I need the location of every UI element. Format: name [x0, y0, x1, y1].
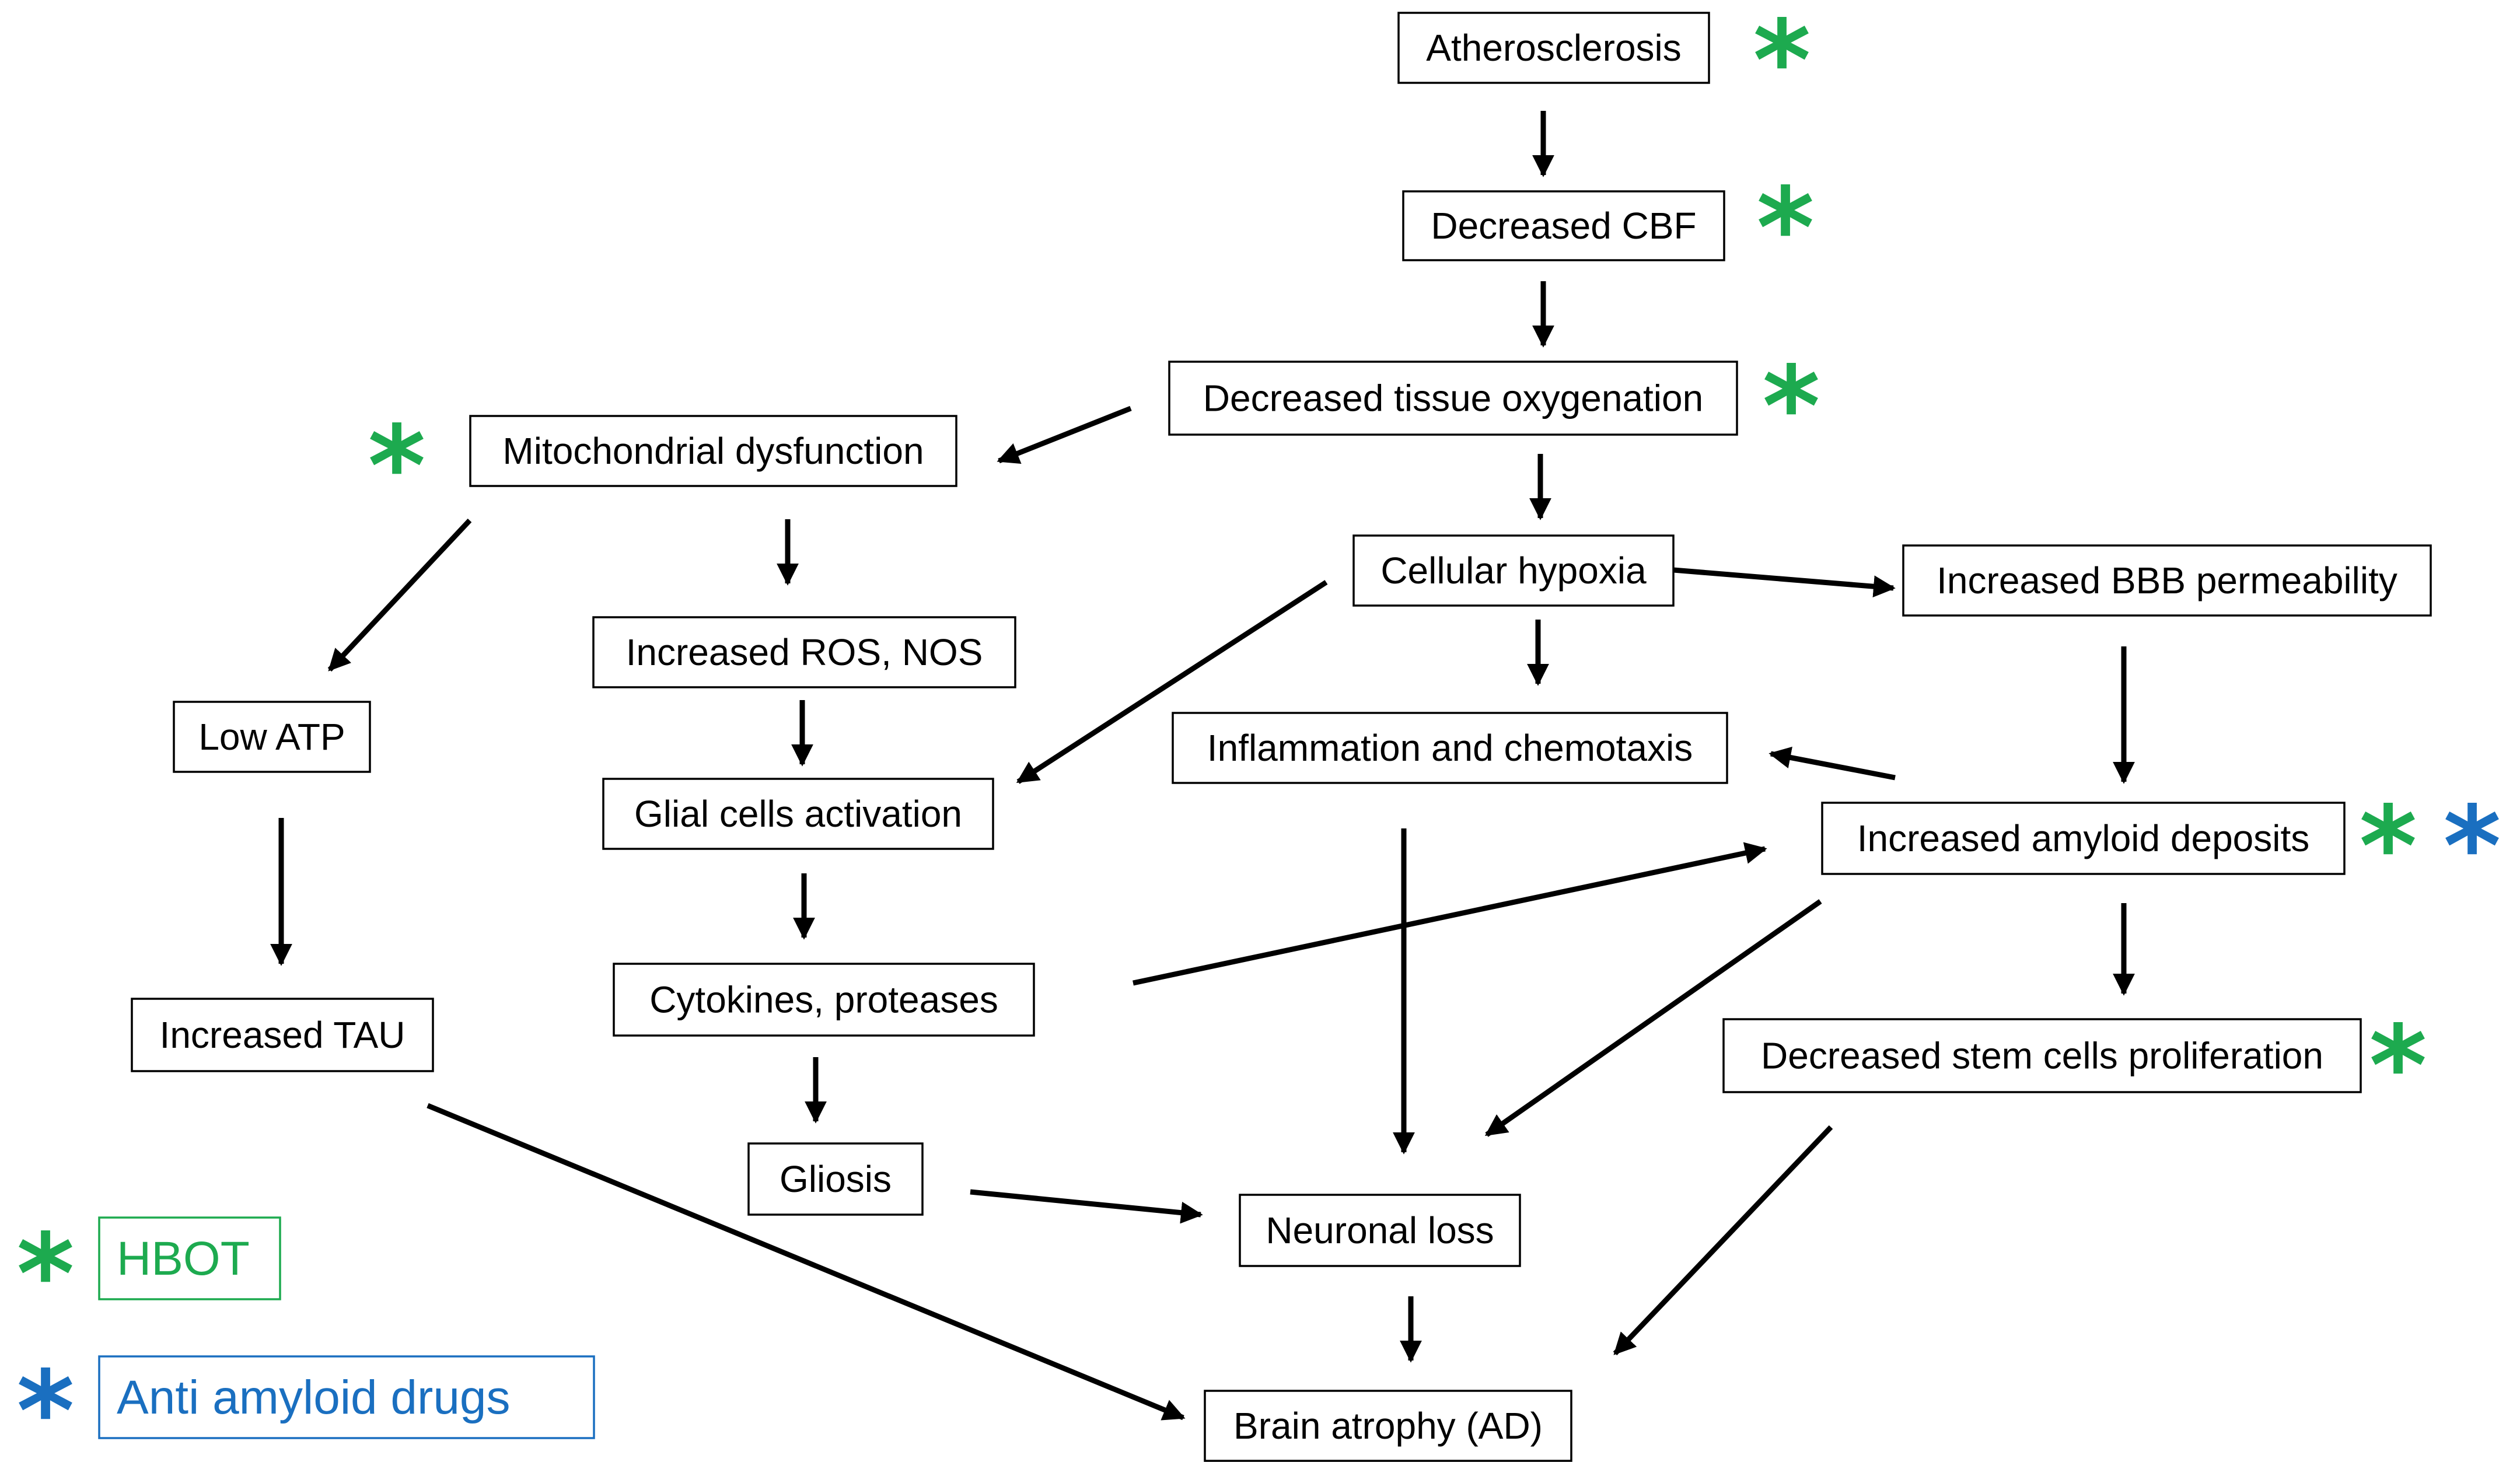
node-label: Atherosclerosis: [1426, 27, 1682, 69]
asterisk-icon: *: [2359, 782, 2417, 911]
node-cellular-hypoxia: Cellular hypoxia: [1352, 534, 1675, 607]
node-label: Decreased CBF: [1431, 205, 1696, 247]
node-label: Inflammation and chemotaxis: [1207, 727, 1693, 769]
node-box: [131, 998, 434, 1072]
node-box: [1397, 12, 1710, 84]
node-box: [1902, 544, 2432, 617]
asterisk-icon: *: [16, 1210, 74, 1339]
arrow-mitochondrial-dysfunction-to-low-atp: [327, 518, 472, 672]
node-increased-amyloid-deposits: Increased amyloid deposits: [1821, 802, 2346, 875]
node-label: Increased TAU: [160, 1014, 406, 1056]
node-label: Mitochondrial dysfunction: [502, 430, 924, 472]
node-label: Glial cells activation: [634, 793, 962, 835]
node-decreased-stem-cells: Decreased stem cells proliferation: [1722, 1018, 2362, 1093]
node-box: [469, 415, 957, 487]
node-box: [602, 778, 994, 850]
node-label: Increased amyloid deposits: [1857, 817, 2310, 859]
node-label: Increased BBB permeability: [1937, 559, 2397, 601]
arrow-cytokines-proteases-to-increased-amyloid-deposits: [1133, 842, 1767, 986]
node-glial-cells-activation: Glial cells activation: [602, 778, 994, 850]
node-label: Low ATP: [198, 716, 345, 758]
node-increased-tau: Increased TAU: [131, 998, 434, 1072]
arrow-increased-amyloid-deposits-to-inflammation-chemotaxis: [1768, 746, 1896, 781]
arrow-decreased-stem-cells-to-brain-atrophy: [1613, 1125, 1833, 1356]
asterisk-icon: *: [1762, 342, 1820, 471]
node-box: [1204, 1390, 1572, 1462]
legend-box: [98, 1355, 595, 1439]
node-box: [613, 963, 1035, 1037]
node-box: [1352, 534, 1675, 607]
asterisk-icon: *: [2369, 1002, 2427, 1131]
arrow-increased-tau-to-brain-atrophy: [427, 1103, 1186, 1421]
node-label: Decreased tissue oxygenation: [1203, 377, 1703, 419]
node-increased-bbb-permeability: Increased BBB permeability: [1902, 544, 2432, 617]
node-box: [1168, 361, 1738, 436]
asterisk-icon: *: [1753, 0, 1811, 125]
node-increased-ros-nos: Increased ROS, NOS: [592, 616, 1016, 688]
node-label: Decreased stem cells proliferation: [1761, 1035, 2323, 1077]
arrows-layer: [270, 111, 2135, 1421]
node-label: Gliosis: [780, 1158, 892, 1200]
arrow-cellular-hypoxia-to-glial-cells-activation: [1016, 580, 1328, 784]
arrow-gliosis-to-neuronal-loss: [970, 1189, 1203, 1224]
node-low-atp: Low ATP: [173, 701, 371, 773]
markers-layer: *******: [368, 0, 2501, 1131]
legend: * HBOT * Anti amyloid drugs: [16, 1210, 595, 1462]
asterisk-icon: *: [368, 402, 425, 531]
node-neuronal-loss: Neuronal loss: [1239, 1194, 1521, 1267]
node-box: [173, 701, 371, 773]
node-decreased-tissue-oxygenation: Decreased tissue oxygenation: [1168, 361, 1738, 436]
arrow-decreased-tissue-oxygenation-to-mitochondrial-dysfunction: [997, 405, 1132, 464]
node-gliosis: Gliosis: [747, 1142, 924, 1216]
node-atherosclerosis: Atherosclerosis: [1397, 12, 1710, 84]
node-box: [747, 1142, 924, 1216]
node-label: Cellular hypoxia: [1380, 550, 1647, 592]
legend-label: HBOT: [117, 1232, 250, 1285]
asterisk-icon: *: [16, 1347, 74, 1462]
node-box: [1821, 802, 2346, 875]
node-label: Increased ROS, NOS: [626, 631, 983, 673]
node-inflammation-chemotaxis: Inflammation and chemotaxis: [1172, 712, 1728, 784]
asterisk-icon: *: [2443, 782, 2501, 911]
node-brain-atrophy: Brain atrophy (AD): [1204, 1390, 1572, 1462]
node-label: Brain atrophy (AD): [1233, 1405, 1543, 1447]
node-box: [1402, 190, 1725, 261]
legend-item-hbot: * HBOT: [16, 1210, 281, 1339]
legend-label: Anti amyloid drugs: [117, 1371, 511, 1424]
legend-box: [98, 1216, 281, 1300]
legend-item-anti-amyloid: * Anti amyloid drugs: [16, 1347, 595, 1462]
arrow-cellular-hypoxia-to-increased-bbb-permeability: [1673, 567, 1896, 598]
node-mitochondrial-dysfunction: Mitochondrial dysfunction: [469, 415, 957, 487]
node-box: [1172, 712, 1728, 784]
node-decreased-cbf: Decreased CBF: [1402, 190, 1725, 261]
arrow-increased-amyloid-deposits-to-neuronal-loss: [1484, 899, 1822, 1137]
node-box: [1239, 1194, 1521, 1267]
node-label: Cytokines, proteases: [649, 979, 998, 1021]
node-label: Neuronal loss: [1266, 1209, 1494, 1251]
node-cytokines-proteases: Cytokines, proteases: [613, 963, 1035, 1037]
node-box: [592, 616, 1016, 688]
asterisk-icon: *: [1756, 164, 1814, 293]
node-box: [1722, 1018, 2362, 1093]
